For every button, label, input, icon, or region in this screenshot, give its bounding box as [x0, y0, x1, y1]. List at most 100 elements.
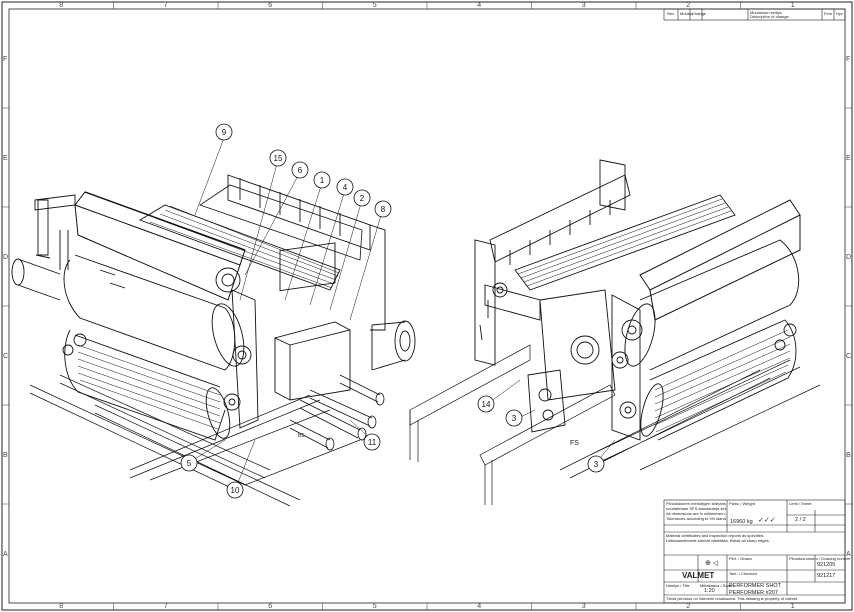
owner-note: Tämä piirustus on Valmetin omaisuutta. T…: [666, 597, 799, 601]
notes-middle: Material certificates and inspection rep…: [666, 534, 842, 544]
svg-text:9: 9: [222, 128, 227, 137]
svg-text:1: 1: [320, 176, 325, 185]
title-line-1: PERFORMER SHOT: [729, 583, 781, 589]
drawing-no-label: Piirustusnumero / Drawing number: [789, 556, 851, 561]
balloon-left-4: 4: [336, 178, 354, 196]
large-roll-left: [63, 254, 245, 371]
zone-top-6: 6: [268, 2, 273, 9]
scale-value: 1:20: [704, 588, 715, 594]
top-cover-left: [74, 191, 246, 301]
floor-rails-right: [409, 344, 821, 505]
note-line: Material certificates and inspection rep…: [666, 534, 765, 538]
top-cover-right: [639, 199, 801, 321]
balloon-left-6: 6: [291, 161, 309, 179]
company-logo-text: VALMET: [682, 571, 715, 580]
zone-right-E: E: [846, 154, 851, 162]
bearing-housings-right: [484, 282, 797, 441]
balloon-left-9: 9: [215, 123, 233, 141]
zone-left-E: E: [3, 154, 8, 162]
svg-text:14: 14: [482, 400, 491, 409]
balloon-left-8: 8: [374, 200, 392, 218]
lower-roll-right: [640, 319, 797, 441]
large-roll-right: [624, 239, 800, 371]
drawing-number-1: 921205: [817, 562, 836, 568]
title-block: [663, 499, 846, 604]
title-label: Nimitys / Title: [666, 583, 690, 588]
title-line-2: PERFORMER #207: [729, 590, 778, 596]
rev-col-change: Change: [692, 11, 707, 16]
machine-view-left: [11, 137, 416, 507]
svg-text:4: 4: [343, 183, 348, 192]
zone-top-3: 3: [581, 2, 586, 9]
zone-bottom-1: 1: [790, 603, 795, 610]
wire-section-right: [514, 194, 736, 291]
zone-left-F: F: [3, 55, 8, 63]
scale-label: Mittakaava / Scale: [700, 583, 733, 588]
balloon-left-2: 2: [353, 189, 371, 207]
title-notes: Piirustukseen merkittyjen toleranssien j…: [666, 502, 726, 522]
weight-label: Paino / Weight: [729, 501, 755, 506]
projection-symbol: ⊕ ◁: [705, 560, 719, 567]
zone-right-C: C: [846, 352, 852, 360]
drawn-label: Piirt. / Drawn: [729, 556, 752, 561]
svg-text:8: 8: [381, 205, 386, 214]
zone-bottom-2: 2: [686, 603, 691, 610]
frame-posts-right: [474, 159, 626, 366]
note-line: Tolerances according to VN standard if n…: [666, 517, 726, 521]
sheet-value: 2 / 2: [795, 517, 806, 523]
zone-bottom-3: 3: [581, 603, 586, 610]
balloon-right-14: 14: [477, 395, 495, 413]
note-line: Piirustukseen merkittyjen toleranssien j…: [666, 502, 726, 506]
mark-right: FS: [570, 440, 579, 447]
side-cylinder-left: [371, 320, 416, 371]
zone-bottom-5: 5: [372, 603, 377, 610]
machine-view-right: [409, 159, 821, 505]
balloon-right-3: 3: [505, 409, 523, 427]
svg-text:10: 10: [231, 486, 240, 495]
zone-bottom-6: 6: [268, 603, 273, 610]
drive-box-right: [527, 289, 616, 433]
zone-left-B: B: [3, 451, 8, 459]
zone-bottom-8: 8: [59, 603, 64, 610]
balloon-left-15: 15: [269, 149, 287, 167]
zone-left-C: C: [3, 352, 9, 360]
zone-top-8: 8: [59, 2, 64, 9]
svg-text:3: 3: [512, 414, 517, 423]
weight-value: 16960 kg: [730, 519, 753, 525]
revision-block: [663, 8, 846, 21]
svg-text:2: 2: [360, 194, 365, 203]
pipes-left: [289, 374, 385, 451]
rev-col-muutos: Muutos: [680, 11, 694, 16]
wire-section-left: [138, 184, 363, 291]
zone-left-D: D: [3, 253, 9, 261]
rev-col-approved: Hyv: [836, 11, 843, 16]
svg-text:11: 11: [368, 438, 377, 447]
zone-right-F: F: [846, 55, 851, 63]
shaft-left: [11, 258, 61, 301]
balloon-left-10: 10: [226, 481, 244, 499]
zone-top-1: 1: [790, 2, 795, 9]
svg-text:5: 5: [187, 459, 192, 468]
upper-frame-right: [489, 174, 631, 265]
rev-col-rev: Rev: [667, 11, 675, 16]
note-line: All dimensions are in millimetres unless…: [666, 512, 726, 516]
rev-col-desc-fi: Muutoksen selitys: [750, 10, 782, 15]
sheet-label: Lehti / Sheet: [789, 501, 812, 506]
drive-box-left: [273, 242, 351, 401]
approval-checkmarks: ✓✓✓: [758, 517, 776, 524]
bearing-housings-left: [62, 267, 259, 429]
zone-right-B: B: [846, 451, 851, 459]
balloon-left-1: 1: [313, 171, 331, 189]
balloon-left-11: 11: [363, 433, 381, 451]
drawing-number-2: 921217: [817, 573, 836, 579]
leaders-left: [189, 137, 383, 491]
zone-bottom-4: 4: [477, 603, 482, 610]
checked-label: Tark. / Checked: [729, 571, 757, 576]
svg-text:3: 3: [594, 460, 599, 469]
zone-top-2: 2: [686, 2, 691, 9]
mark-left: B5: [298, 433, 305, 439]
rev-col-desc-en: Description of change: [750, 14, 789, 19]
